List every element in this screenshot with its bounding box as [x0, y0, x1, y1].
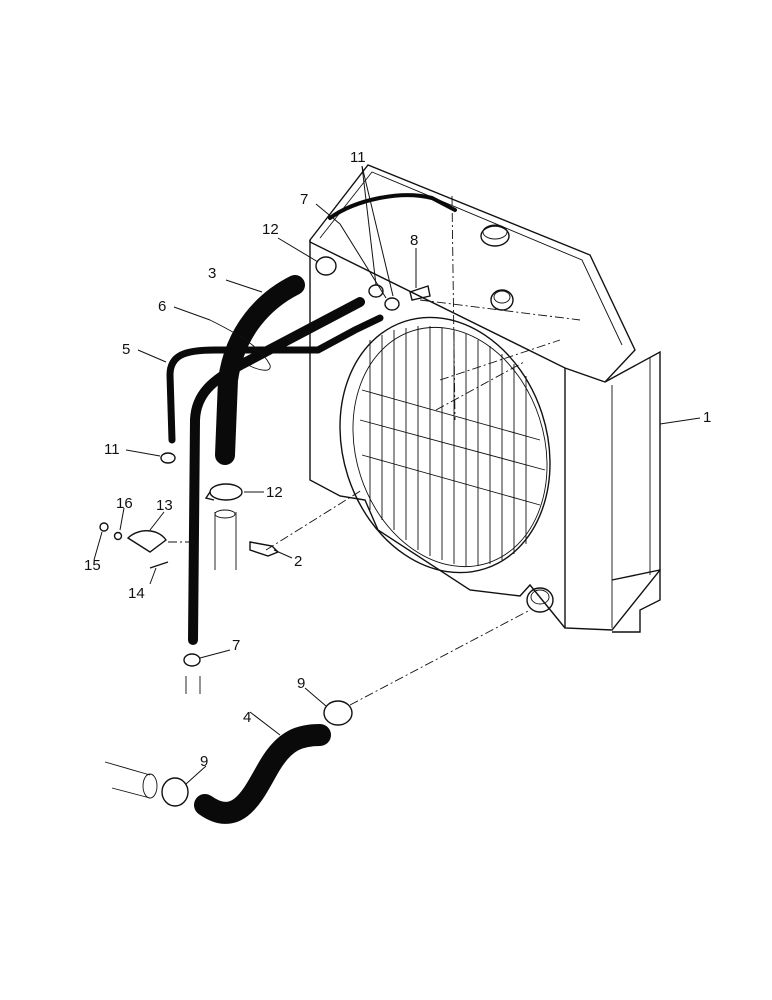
callout-5: 5 — [122, 341, 130, 358]
nut-15 — [99, 522, 109, 532]
callout-13: 13 — [156, 497, 173, 514]
callout-12-upper: 12 — [262, 221, 279, 238]
callout-14: 14 — [128, 585, 145, 602]
clamp-11-lower — [160, 452, 176, 464]
callout-15: 15 — [84, 557, 101, 574]
engine-pipe-stubs — [104, 509, 237, 799]
lower-outlet-neck — [526, 587, 554, 613]
clamp-12-upper — [315, 256, 337, 276]
leader-lines — [93, 165, 701, 785]
assembly-lines — [168, 195, 581, 706]
drain-cock-2 — [249, 541, 280, 557]
clamp-9-right — [323, 700, 353, 726]
callout-6: 6 — [158, 298, 166, 315]
callout-9-left: 9 — [200, 753, 208, 770]
callout-3: 3 — [208, 265, 216, 282]
callout-16: 16 — [116, 495, 133, 512]
callout-4: 4 — [243, 709, 251, 726]
radiator-core-fins — [359, 326, 546, 566]
upper-inlet-neck — [490, 289, 514, 311]
radiator-assembly — [309, 164, 661, 633]
clamp-12-lower — [204, 483, 243, 501]
callout-12-lower: 12 — [266, 484, 283, 501]
lower-hose-4 — [194, 724, 331, 824]
filler-cap — [480, 224, 510, 247]
callout-8: 8 — [410, 232, 418, 249]
clamp-11-upper — [368, 284, 384, 298]
callout-7-upper: 7 — [300, 191, 308, 208]
callout-11-lower: 11 — [104, 441, 120, 458]
tube-7 — [188, 297, 365, 645]
deflector-6 — [209, 319, 271, 371]
bracket-13 — [126, 530, 167, 553]
bolt-14 — [149, 561, 169, 569]
callouts: 1 2 3 4 5 6 7 7 8 9 9 11 11 12 12 13 14 … — [84, 149, 711, 770]
washer-16 — [113, 531, 123, 541]
callout-11-upper: 11 — [350, 149, 366, 166]
clamp-7-upper — [384, 297, 400, 311]
callout-7-lower: 7 — [232, 637, 240, 654]
clamp-9-left — [161, 777, 189, 807]
callout-1: 1 — [703, 409, 711, 426]
clamp-7-lower — [183, 653, 201, 667]
callout-2: 2 — [294, 553, 302, 570]
callout-9-right: 9 — [297, 675, 305, 692]
fitting-8 — [409, 285, 431, 301]
